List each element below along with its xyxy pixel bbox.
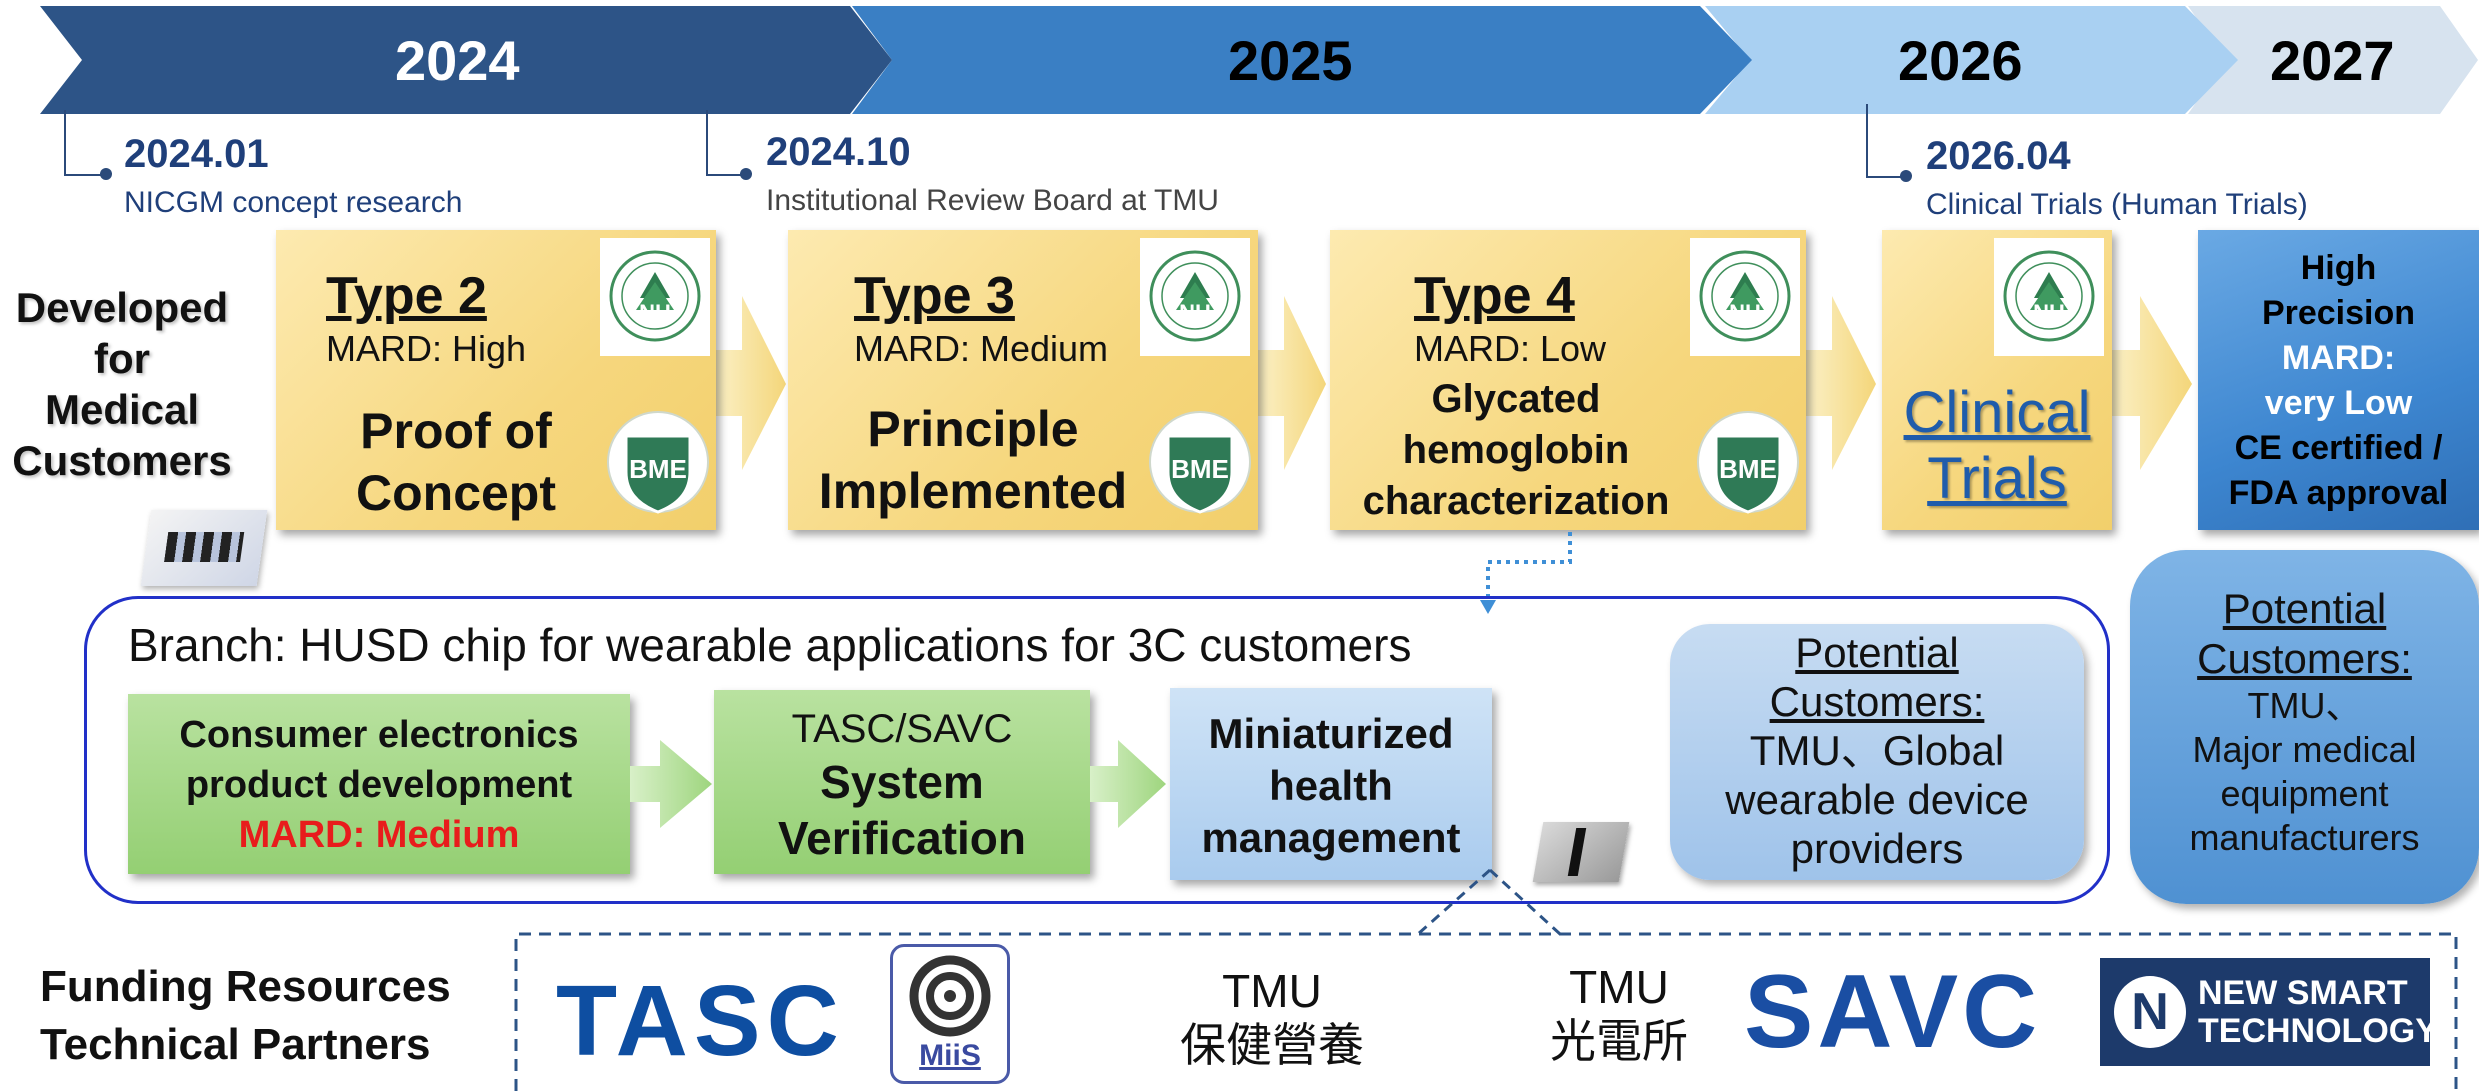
timeline-banner xyxy=(40,6,2478,114)
stage-mard: MARD: High xyxy=(326,328,527,369)
arrow-right-icon xyxy=(2110,296,2192,470)
branch-title: Branch: HUSD chip for wearable applicati… xyxy=(128,619,1412,671)
year-2024-chevron xyxy=(40,6,892,114)
milestone-dot xyxy=(1900,170,1912,182)
miis-target-icon xyxy=(909,955,991,1037)
milestone-connector xyxy=(1866,104,1908,178)
milestone-text: Institutional Review Board at TMU xyxy=(766,184,1219,217)
system-verification-box: TASC/SAVC System Verification xyxy=(714,690,1090,874)
nh-logo-text: NH xyxy=(1179,300,1211,325)
bme-logo-text: BME xyxy=(1453,996,1511,1026)
milestone-connector xyxy=(706,110,748,176)
nh-logo-text: NH xyxy=(1101,1016,1133,1041)
milestone-text: NICGM concept research xyxy=(124,186,463,219)
miniaturized-health-box: Miniaturized health management xyxy=(1170,688,1492,880)
stage-title: Type 3 xyxy=(854,267,1015,325)
branch-container xyxy=(84,596,2110,904)
savc-logo: SAVC xyxy=(1744,954,2042,1070)
arrow-right-icon xyxy=(715,296,786,470)
bme-logo-text: BME xyxy=(629,454,687,484)
high-precision-box: High Precision MARD: very Low CE certifi… xyxy=(2198,230,2479,530)
nh-logo-text: NH xyxy=(639,300,671,325)
tasc-logo: TASC xyxy=(556,965,845,1077)
arrow-right-icon xyxy=(1806,296,1876,470)
consumer-electronics-box: Consumer electronics product development… xyxy=(128,694,630,874)
milestone-date: 2024.01 xyxy=(124,132,269,176)
stage-title: Type 2 xyxy=(326,267,487,325)
potential-customers-branch: Potential Customers: TMU、Global wearable… xyxy=(1670,624,2084,880)
nh-logo-text: NH xyxy=(1729,300,1761,325)
tmu-nutrition-label: TMU 保健營養 xyxy=(1180,965,1364,1071)
stage-mard: MARD: Low xyxy=(1414,328,1607,369)
arrow-right-icon xyxy=(630,740,712,828)
year-2026-chevron xyxy=(1705,6,2238,114)
branch-connector xyxy=(1480,532,1572,614)
arrow-right-icon xyxy=(1090,740,1166,828)
milestone-dot xyxy=(100,168,112,180)
stage-title: Type 4 xyxy=(1414,267,1575,325)
developed-for-medical-label: Developed for Medical Customers xyxy=(12,284,232,484)
arrow-right-icon xyxy=(1258,296,1326,470)
stage-mard: MARD: Medium xyxy=(854,328,1109,369)
bme-logo-text: BME xyxy=(1719,454,1777,484)
miis-logo: MiiS xyxy=(890,944,1010,1084)
new-smart-technology-logo: N NEW SMART TECHNOLOGY xyxy=(2100,958,2438,1066)
year-2025-chevron xyxy=(852,6,1752,114)
year-2027-chevron xyxy=(2188,6,2478,114)
nh-logo-text: NH xyxy=(2033,300,2065,325)
milestone-text: Clinical Trials (Human Trials) xyxy=(1926,188,2308,221)
bme-logo-text: BME xyxy=(1171,454,1229,484)
tmu-optoelectronics-label: TMU 光電所 xyxy=(1550,961,1688,1067)
funding-frame xyxy=(514,868,2458,1091)
potential-customers-main: Potential Customers: TMU、 Major medical … xyxy=(2130,550,2479,904)
stage-arrows xyxy=(715,296,2192,470)
milestone-dot xyxy=(740,168,752,180)
branch-arrows xyxy=(630,740,1166,828)
milestone-connector xyxy=(64,110,106,176)
milestone-date: 2026.04 xyxy=(1926,134,2071,178)
funding-resources-label: Funding Resources Technical Partners xyxy=(40,962,451,1069)
milestone-date: 2024.10 xyxy=(766,130,911,174)
